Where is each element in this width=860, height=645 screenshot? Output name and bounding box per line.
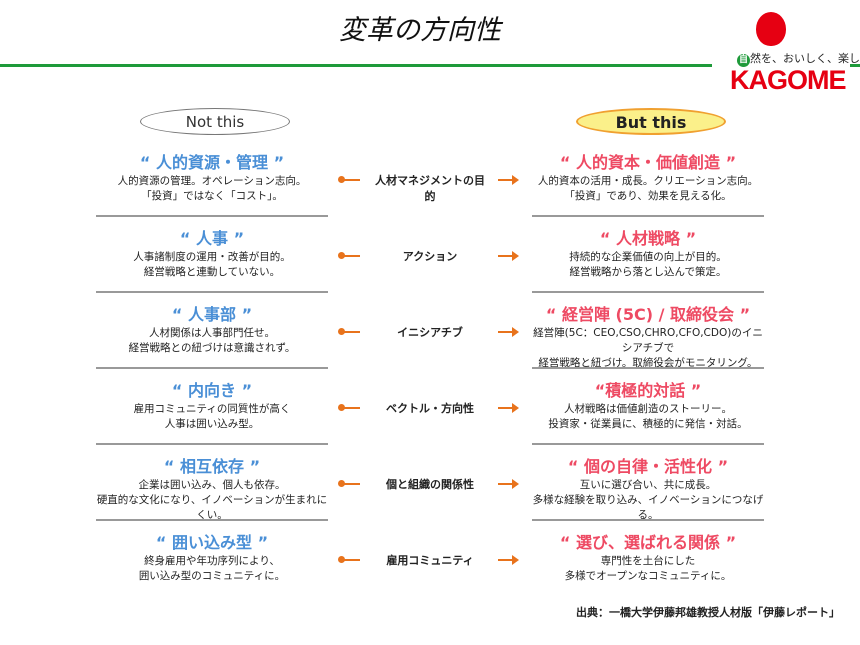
new-approach-desc-1: 専門性を土台にした — [600, 555, 696, 567]
old-approach-desc-2: 人事は囲い込み型。 — [164, 418, 260, 430]
new-approach: “ 人的資本・価値創造 ” 人的資本の活用・成長。クリエーション志向。 「投資」… — [532, 152, 764, 204]
new-approach: “ 選び、選ばれる関係 ” 専門性を土台にした 多様でオープンなコミュニティに。 — [532, 532, 764, 584]
new-approach-heading: “ 経営陣 (5C) / 取締役会 ” — [545, 305, 751, 324]
new-approach-heading: “ 人的資本・価値創造 ” — [559, 153, 737, 172]
row-divider — [532, 367, 764, 369]
old-approach-desc-1: 企業は囲い込み、個人も依存。 — [138, 479, 286, 491]
row-divider — [532, 443, 764, 445]
old-approach-desc-1: 人的資源の管理。オペレーション志向。 — [117, 175, 307, 187]
but-this-label: But this — [576, 108, 726, 135]
old-approach-desc-1: 人材関係は人事部門任せ。 — [149, 327, 275, 339]
row-divider — [532, 519, 764, 521]
dimension-label: アクション — [402, 250, 458, 263]
arrow-right-icon — [498, 479, 519, 489]
row-divider — [532, 291, 764, 293]
new-approach-desc-1: 人材戦略は価値創造のストーリー。 — [564, 403, 732, 415]
row-divider — [96, 443, 328, 445]
arrow-right-icon — [498, 555, 519, 565]
kagome-logo: 自然を、おいしく、楽しく。 KAGOME — [712, 10, 860, 95]
old-approach: “ 相互依存 ” 企業は囲い込み、個人も依存。 硬直的な文化になり、イノベーショ… — [96, 456, 328, 523]
row-divider — [96, 291, 328, 293]
dimension-label: イニシアチブ — [397, 326, 463, 339]
old-approach-desc-2: 囲い込み型のコミュニティに。 — [138, 570, 286, 582]
old-approach: “ 囲い込み型 ” 終身雇用や年功序列により、 囲い込み型のコミュニティに。 — [96, 532, 328, 584]
old-approach-heading: “ 囲い込み型 ” — [155, 533, 269, 552]
old-approach-heading: “ 人事部 ” — [171, 305, 253, 324]
new-approach-heading: “ 個の自律・活性化 ” — [567, 457, 729, 476]
arrow-left-icon — [338, 252, 360, 259]
new-approach-desc-2: 経営戦略と紐づけ。取締役会がモニタリング。 — [538, 357, 758, 369]
old-approach-desc-1: 終身雇用や年功序列により、 — [144, 555, 280, 567]
old-approach: “ 人事 ” 人事諸制度の運用・改善が目的。 経営戦略と連動していない。 — [96, 228, 328, 280]
arrow-left-icon — [338, 404, 360, 411]
new-approach-desc-1: 互いに選び合い、共に成長。 — [579, 479, 717, 491]
not-this-label: Not this — [140, 108, 290, 135]
arrow-right-icon — [498, 175, 519, 185]
old-approach-desc-2: 経営戦略との紐づけは意識されず。 — [128, 342, 296, 354]
header-divider-right — [850, 64, 860, 67]
new-approach-desc-1: 持続的な企業価値の向上が目的。 — [569, 251, 727, 263]
old-approach-heading: “ 内向き ” — [171, 381, 253, 400]
old-approach-desc-2: 硬直的な文化になり、イノベーションが生まれにくい。 — [96, 494, 328, 521]
new-approach-desc-2: 投資家・従業員に、積極的に発信・対話。 — [548, 418, 748, 430]
arrow-left-icon — [338, 556, 360, 563]
old-approach-heading: “ 相互依存 ” — [163, 457, 261, 476]
tomato-icon — [756, 12, 786, 46]
dimension-label: 個と組織の関係性 — [386, 478, 474, 491]
comparison-row: “ 囲い込み型 ” 終身雇用や年功序列により、 囲い込み型のコミュニティに。 雇… — [0, 532, 860, 608]
old-approach-desc-1: 雇用コミュニティの同質性が高く — [133, 403, 291, 415]
old-approach-heading: “ 人的資源・管理 ” — [139, 153, 285, 172]
new-approach-heading: “積極的対話 ” — [594, 381, 702, 400]
old-approach: “ 人的資源・管理 ” 人的資源の管理。オペレーション志向。 「投資」ではなく「… — [96, 152, 328, 204]
new-approach-heading: “ 選び、選ばれる関係 ” — [559, 533, 737, 552]
new-approach-desc-2: 「投資」であり、効果を見える化。 — [564, 190, 732, 202]
new-approach: “積極的対話 ” 人材戦略は価値創造のストーリー。 投資家・従業員に、積極的に発… — [532, 380, 764, 432]
arrow-left-icon — [338, 176, 360, 183]
arrow-left-icon — [338, 480, 360, 487]
old-approach-desc-2: 「投資」ではなく「コスト」。 — [141, 190, 283, 202]
arrow-right-icon — [498, 403, 519, 413]
arrow-right-icon — [498, 251, 519, 261]
new-approach-desc-2: 経営戦略から落とし込んで策定。 — [569, 266, 727, 278]
header-divider — [0, 64, 712, 67]
comparison-row: “ 人事 ” 人事諸制度の運用・改善が目的。 経営戦略と連動していない。 アクシ… — [0, 228, 860, 304]
dimension-label: ベクトル・方向性 — [386, 402, 474, 415]
new-approach-desc-1: 経営陣(5C：CEO,CSO,CHRO,CFO,CDO)のイニシアチブで — [533, 327, 763, 354]
new-approach-desc-1: 人的資本の活用・成長。クリエーション志向。 — [537, 175, 759, 187]
new-approach-desc-2: 多様でオープンなコミュニティに。 — [564, 570, 732, 582]
old-approach-desc-2: 経営戦略と連動していない。 — [143, 266, 281, 278]
new-approach: “ 経営陣 (5C) / 取締役会 ” 経営陣(5C：CEO,CSO,CHRO,… — [532, 304, 764, 371]
old-approach-desc-1: 人事諸制度の運用・改善が目的。 — [133, 251, 291, 263]
comparison-row: “ 相互依存 ” 企業は囲い込み、個人も依存。 硬直的な文化になり、イノベーショ… — [0, 456, 860, 532]
source-citation: 出典：一橋大学伊藤邦雄教授人材版「伊藤レポート」 — [576, 606, 840, 619]
comparison-row: “ 内向き ” 雇用コミュニティの同質性が高く 人事は囲い込み型。 ベクトル・方… — [0, 380, 860, 456]
comparison-row: “ 人事部 ” 人材関係は人事部門任せ。 経営戦略との紐づけは意識されず。 イニ… — [0, 304, 860, 380]
arrow-left-icon — [338, 328, 360, 335]
row-divider — [96, 215, 328, 217]
arrow-right-icon — [498, 327, 519, 337]
old-approach: “ 人事部 ” 人材関係は人事部門任せ。 経営戦略との紐づけは意識されず。 — [96, 304, 328, 356]
dimension-label: 雇用コミュニティ — [386, 554, 474, 567]
old-approach-heading: “ 人事 ” — [179, 229, 245, 248]
logo-brand: KAGOME — [730, 65, 846, 95]
new-approach-heading: “ 人材戦略 ” — [599, 229, 697, 248]
page-title: 変革の方向性 — [339, 15, 501, 46]
row-divider — [96, 367, 328, 369]
old-approach: “ 内向き ” 雇用コミュニティの同質性が高く 人事は囲い込み型。 — [96, 380, 328, 432]
row-divider — [96, 519, 328, 521]
new-approach-desc-2: 多様な経験を取り込み、イノベーションにつなげる。 — [532, 494, 764, 521]
comparison-row: “ 人的資源・管理 ” 人的資源の管理。オペレーション志向。 「投資」ではなく「… — [0, 152, 860, 228]
new-approach: “ 人材戦略 ” 持続的な企業価値の向上が目的。 経営戦略から落とし込んで策定。 — [532, 228, 764, 280]
new-approach: “ 個の自律・活性化 ” 互いに選び合い、共に成長。 多様な経験を取り込み、イノ… — [532, 456, 764, 523]
logo-tagline: 自然を、おいしく、楽しく。 — [737, 52, 860, 67]
dimension-label: 人材マネジメントの目的 — [375, 174, 485, 203]
row-divider — [532, 215, 764, 217]
